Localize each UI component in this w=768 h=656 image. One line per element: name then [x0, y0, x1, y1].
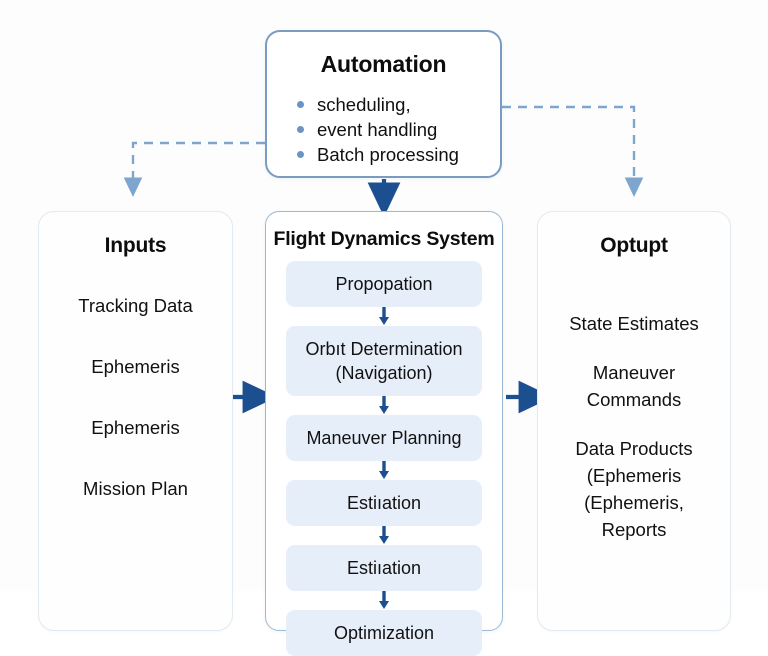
- output-list-item: Data Products (Ephemeris (Ephemeris, Rep…: [575, 438, 693, 540]
- flight-dynamics-system-panel: Flight Dynamics System Propopation Orbıt…: [265, 211, 503, 656]
- inputs-list-item: Ephemeris: [91, 356, 180, 377]
- inputs-panel: Inputs Tracking Data Ephemeris Ephemeris…: [38, 211, 233, 631]
- fds-step-orbit-determination: Orbıt Determination (Navigation): [286, 326, 482, 396]
- diagram-canvas: Automation scheduling, event handling Ba…: [38, 30, 731, 656]
- step-down-arrow-icon: [286, 396, 482, 415]
- automation-bullet-item: scheduling,: [295, 92, 500, 117]
- inputs-item-list: Tracking Data Ephemeris Ephemeris Missio…: [39, 294, 232, 500]
- inputs-list-item: Ephemeris: [91, 417, 180, 438]
- fds-step-list: Propopation Orbıt Determination (Navigat…: [286, 261, 482, 656]
- inputs-list-item: Tracking Data: [78, 295, 193, 316]
- automation-bullet-item: event handling: [295, 117, 500, 142]
- inputs-title: Inputs: [104, 234, 167, 257]
- fds-step-propagation: Propopation: [286, 261, 482, 307]
- automation-bullet-list: scheduling, event handling Batch process…: [267, 92, 500, 167]
- automation-panel: Automation scheduling, event handling Ba…: [265, 30, 502, 178]
- fds-step-estimation-1: Estiıation: [286, 480, 482, 526]
- step-down-arrow-icon: [286, 461, 482, 480]
- step-down-arrow-icon: [286, 307, 482, 326]
- fds-title: Flight Dynamics System: [273, 228, 495, 250]
- fds-step-maneuver-planning: Maneuver Planning: [286, 415, 482, 461]
- output-list-item: Maneuver Commands: [586, 362, 682, 410]
- connector-automation-to-inputs: [123, 141, 265, 197]
- connector-automation-to-output: [502, 105, 644, 197]
- output-panel: Optupt State Estimates Maneuver Commands…: [537, 211, 731, 631]
- automation-bullet-item: Batch processing: [295, 142, 500, 167]
- fds-step-optimization: Optimization: [286, 610, 482, 656]
- step-down-arrow-icon: [286, 526, 482, 545]
- output-list-item: State Estimates: [569, 313, 699, 334]
- fds-step-estimation-2: Estiıation: [286, 545, 482, 591]
- step-down-arrow-icon: [286, 591, 482, 610]
- automation-title: Automation: [320, 51, 447, 77]
- inputs-list-item: Mission Plan: [83, 478, 188, 499]
- output-item-list: State Estimates Maneuver Commands Data P…: [538, 310, 730, 543]
- output-title: Optupt: [600, 234, 668, 257]
